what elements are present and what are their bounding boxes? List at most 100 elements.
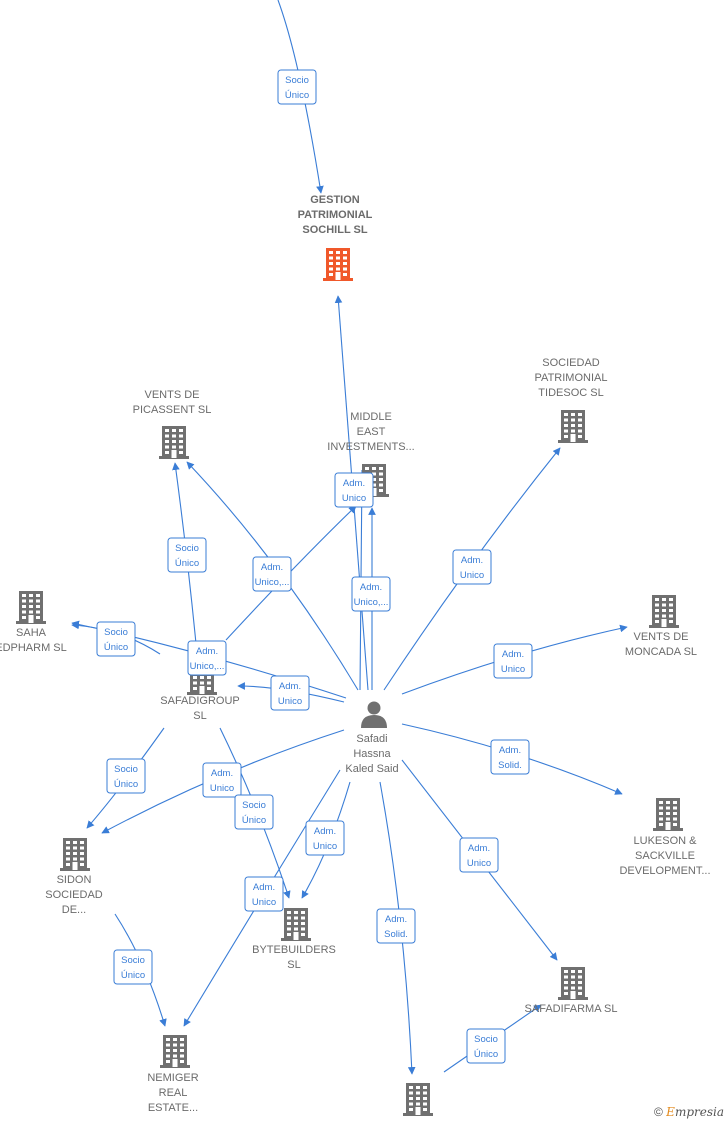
edge-label-line: Unico	[313, 841, 337, 852]
node-label: BYTEBUILDERS	[252, 944, 336, 956]
node-label: PATRIMONIAL	[535, 372, 608, 384]
building-icon	[159, 426, 189, 459]
edge-label-e-safadi-tidesoc[interactable]: Adm. Unico	[452, 549, 492, 585]
edge-label-e-safadi-picassent[interactable]: Adm.Unico,...	[252, 556, 292, 592]
edge-e-safadi-gestion	[334, 295, 369, 691]
brand-name: mpresia	[674, 1105, 724, 1119]
node-label: EAST	[357, 426, 386, 438]
node-label: VENTS DE	[633, 631, 688, 643]
edge-label-line: Adm.	[343, 478, 365, 489]
edge-label-e-safadi-moncada[interactable]: Adm.Unico	[493, 643, 533, 679]
edge-label-line: Adm.	[279, 681, 301, 692]
brand-initial: E	[666, 1105, 675, 1119]
edge-label-e-safadi-middle[interactable]: Adm. Unico	[334, 472, 374, 508]
node-label: SOCIEDAD	[45, 889, 103, 901]
building-icon	[16, 591, 46, 624]
node-label: GESTION	[310, 194, 360, 206]
edge-label-e-safadi-saha[interactable]: Adm.Unico,...	[187, 640, 227, 676]
edge-label-line: Solid.	[498, 760, 522, 771]
edge-label-line: Unico,...	[190, 661, 225, 672]
edge-label-e-safadi-sidon[interactable]: Adm.Unico	[202, 762, 242, 798]
edge-label-line: Único	[175, 558, 199, 569]
edge-label-line: Adm.	[468, 843, 490, 854]
node-sidon[interactable]: SIDONSOCIEDADDE...	[45, 838, 103, 916]
building-icon	[160, 1035, 190, 1068]
node-label: MIDDLE	[350, 411, 392, 423]
edge-label-line: Adm.	[461, 555, 483, 566]
node-label: SL	[193, 710, 206, 722]
brand-footer[interactable]: © Empresia	[654, 1105, 724, 1119]
node-nemiger[interactable]: NEMIGERREALESTATE...	[147, 1035, 199, 1114]
node-label: INVESTMENTS...	[327, 441, 414, 453]
edge-label-line: Socio	[121, 955, 145, 966]
node-label: Kaled Said	[345, 763, 398, 775]
edge-label-e-safadi-middle2[interactable]: Adm.Unico,...	[351, 576, 391, 612]
edge-label-line: Unico	[460, 570, 484, 581]
building-icon	[281, 908, 311, 941]
edge-label-line: Socio	[104, 627, 128, 638]
focus-building-icon	[323, 248, 353, 281]
copyright-icon: ©	[653, 1105, 663, 1119]
edge-label-e-safadi-safadifarma[interactable]: Adm. Unico	[459, 837, 499, 873]
node-vents-moncada[interactable]: VENTS DE MONCADA SL	[625, 595, 697, 658]
node-label: VENTS DE	[144, 389, 199, 401]
node-label: SACKVILLE	[635, 850, 695, 862]
edge-label-e-safadi-bytebuilders[interactable]: Adm. Unico	[305, 820, 345, 856]
edge-label-line: Unico	[342, 493, 366, 504]
node-label: MONCADA SL	[625, 646, 697, 658]
edge-label-line: Único	[242, 815, 266, 826]
edge-label-line: Adm.	[314, 826, 336, 837]
edge-label-line: Solid.	[384, 929, 408, 940]
building-icon	[403, 1083, 433, 1116]
edge-label-line: Único	[474, 1049, 498, 1060]
edge-label-line: Socio	[474, 1034, 498, 1045]
edge-label-line: Único	[104, 642, 128, 653]
edge-label-e-safadi-nemiger[interactable]: Adm.Unico	[244, 876, 284, 912]
node-label: TIDESOC SL	[538, 387, 603, 399]
node-label: PICASSENT SL	[133, 404, 212, 416]
edge-label-line: Unico,...	[354, 597, 389, 608]
building-icon	[558, 967, 588, 1000]
node-label: Safadi	[356, 733, 387, 745]
node-label: SOCHILL SL	[302, 224, 367, 236]
edge-label-line: Unico	[278, 696, 302, 707]
edge-label-line: Unico	[210, 783, 234, 794]
node-middle-east[interactable]: MIDDLE EAST INVESTMENTS...	[327, 411, 415, 497]
node-label: SAFADIGROUP	[160, 695, 239, 707]
node-label: Hassna	[353, 748, 391, 760]
edge-label-e-safadi-bottom[interactable]: Adm.Solid.	[376, 908, 416, 944]
edge-label-line: Adm.	[499, 745, 521, 756]
edge-label-line: Único	[285, 90, 309, 101]
node-safadifarma[interactable]: SAFADIFARMA SL	[525, 967, 618, 1015]
node-label: EDPHARM SL	[0, 642, 67, 654]
edge-label-e-safadi-lukeson[interactable]: Adm. Solid.	[490, 739, 530, 775]
node-label: SAFADIFARMA SL	[525, 1003, 618, 1015]
node-lukeson[interactable]: LUKESON &SACKVILLEDEVELOPMENT...	[619, 798, 711, 877]
edges-layer	[71, 0, 628, 1075]
edge-label-e-safadi-group[interactable]: Adm. Unico	[270, 675, 310, 711]
building-icon	[653, 798, 683, 831]
node-vents-picassent[interactable]: VENTS DE PICASSENT SL	[133, 389, 212, 459]
node-label: REAL	[159, 1087, 188, 1099]
building-icon	[649, 595, 679, 628]
building-icon	[60, 838, 90, 871]
node-label: SIDON	[57, 874, 92, 886]
edge-label-line: Unico	[501, 664, 525, 675]
edge-label-line: Unico	[467, 858, 491, 869]
node-bottom-company[interactable]	[403, 1083, 433, 1116]
edge-label-line: Socio	[285, 75, 309, 86]
edge-label-line: Unico,...	[255, 577, 290, 588]
